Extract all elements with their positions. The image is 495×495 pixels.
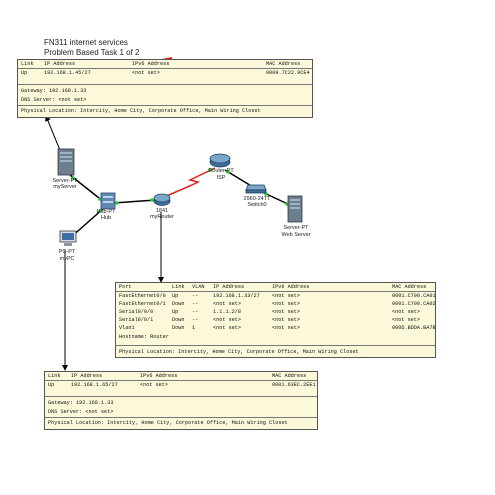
- myrouter-name: myRouter: [150, 214, 174, 220]
- tip-hostname: Hostname: Router: [119, 334, 169, 340]
- router-row-vlan: --: [192, 293, 199, 299]
- switch-type: 2960-24TT: [243, 196, 271, 202]
- tip-val-ipv6: <not set>: [132, 70, 161, 76]
- tip-gateway: Gateway: 192.168.1.33: [48, 400, 114, 406]
- link-server-hub: [69, 174, 105, 203]
- router-row-mac: <not set>: [392, 309, 421, 315]
- tooltip-router: Port Link VLAN IP Address IPv6 Address M…: [115, 282, 436, 358]
- hub-name: Hub: [100, 215, 112, 221]
- tip-val-ipv6: <not set>: [140, 382, 169, 388]
- tooltip-mypc: Link IP Address IPv6 Address MAC Address…: [44, 371, 318, 430]
- router-row-port: FastEthernet0/1: [119, 301, 166, 307]
- header-title: FN311 internet services: [44, 38, 128, 47]
- router-row-ipv6: <not set>: [272, 325, 301, 331]
- tooltip-myserver: Link IP Address IPv6 Address MAC Address…: [17, 59, 313, 118]
- router-row-ip: <not set>: [213, 317, 242, 323]
- tip-col-ipv6: IPv6 Address: [272, 284, 310, 290]
- mypc-type: PC-PT: [58, 249, 76, 255]
- tip-col-mac: MAC Address: [266, 61, 301, 67]
- tip-physical: Physical Location: Intercity, Home City,…: [119, 349, 359, 355]
- router-row-vlan: --: [192, 309, 199, 315]
- router-row-vlan: 1: [192, 325, 196, 331]
- tip-col-mac: MAC Address: [272, 373, 307, 379]
- tip-col-port: Port: [119, 284, 132, 290]
- webserver-type: Server-PT: [283, 225, 309, 231]
- isp-name: ISP: [216, 175, 226, 181]
- link-hub-router: [112, 199, 157, 204]
- router-row-mac: 0001.C700.CA02: [392, 301, 436, 307]
- tip-val-mac: 0001.63EC.2EE1: [272, 382, 316, 388]
- tip-col-vlan: VLAN: [192, 284, 205, 290]
- tip-val-ip: 192.168.1.65/27: [71, 382, 118, 388]
- tip-physical: Physical Location: Intercity, Home City,…: [21, 108, 261, 114]
- router-icon[interactable]: [153, 193, 171, 206]
- router-row-port: FastEthernet0/0: [119, 293, 166, 299]
- router-row-mac: <not set>: [392, 317, 421, 323]
- router-row-vlan: --: [192, 317, 199, 323]
- myserver-name: myServer: [53, 184, 77, 190]
- tip-col-link: Link: [172, 284, 185, 290]
- router-row-ip: <not set>: [213, 325, 242, 331]
- tip-val-link: Up: [21, 70, 28, 76]
- myrouter-type: 1841: [155, 208, 169, 214]
- tip-col-mac: MAC Address: [392, 284, 427, 290]
- router-row-link: Up: [172, 293, 179, 299]
- mypc-name: myPC: [59, 256, 75, 262]
- router-row-link: Up: [172, 309, 179, 315]
- myserver-type: Server-PT: [52, 178, 78, 184]
- router-row-link: Down: [172, 317, 185, 323]
- router-row-ipv6: <not set>: [272, 293, 301, 299]
- hub-icon[interactable]: [99, 191, 117, 211]
- tip-val-link: Up: [48, 382, 55, 388]
- tip-col-ipv6: IPv6 Address: [140, 373, 178, 379]
- pc-icon[interactable]: [58, 230, 78, 248]
- link-router-isp: [161, 167, 216, 199]
- router-row-port: Serial0/0/0: [119, 309, 154, 315]
- link-isp-switch: [224, 169, 254, 188]
- header-subtitle: Problem Based Task 1 of 2: [44, 48, 140, 57]
- isp-type: Router-PT: [208, 168, 234, 174]
- tip-dns: DNS Server: <not set>: [21, 97, 87, 103]
- server-icon[interactable]: [287, 195, 303, 223]
- switch-name: Switch0: [247, 202, 267, 208]
- router-row-ip: 1.1.1.2/8: [213, 309, 242, 315]
- router-row-mac: 000D.BDDA.BA7B: [392, 325, 436, 331]
- tip-col-link: Link: [48, 373, 61, 379]
- router-row-ipv6: <not set>: [272, 301, 301, 307]
- webserver-name: Web Server: [281, 232, 311, 238]
- tip-col-ip: IP Address: [213, 284, 245, 290]
- router-row-port: Vlan1: [119, 325, 135, 331]
- router-row-ipv6: <not set>: [272, 309, 301, 315]
- router-row-link: Down: [172, 325, 185, 331]
- tip-col-ipv6: IPv6 Address: [132, 61, 170, 67]
- router-row-vlan: --: [192, 301, 199, 307]
- tip-col-ip: IP Address: [71, 373, 103, 379]
- router-row-ip: 192.168.1.33/27: [213, 293, 260, 299]
- switch-icon[interactable]: [245, 182, 267, 194]
- router-row-ip: <not set>: [213, 301, 242, 307]
- hub-type: Hub-PT: [96, 209, 116, 215]
- tip-dns: DNS Server: <not set>: [48, 409, 114, 415]
- router-row-link: Down: [172, 301, 185, 307]
- tip-val-mac: 0009.7C22.9CE4: [266, 70, 310, 76]
- tip-val-ip: 192.168.1.45/27: [44, 70, 91, 76]
- tip-physical: Physical Location: Intercity, Home City,…: [48, 420, 288, 426]
- router-row-ipv6: <not set>: [272, 317, 301, 323]
- router-row-port: Serial0/0/1: [119, 317, 154, 323]
- tip-col-link: Link: [21, 61, 34, 67]
- server-icon[interactable]: [56, 148, 76, 176]
- router-row-mac: 0001.C700.CA01: [392, 293, 436, 299]
- tip-gateway: Gateway: 192.168.1.33: [21, 88, 87, 94]
- tip-col-ip: IP Address: [44, 61, 76, 67]
- router-icon[interactable]: [209, 152, 231, 168]
